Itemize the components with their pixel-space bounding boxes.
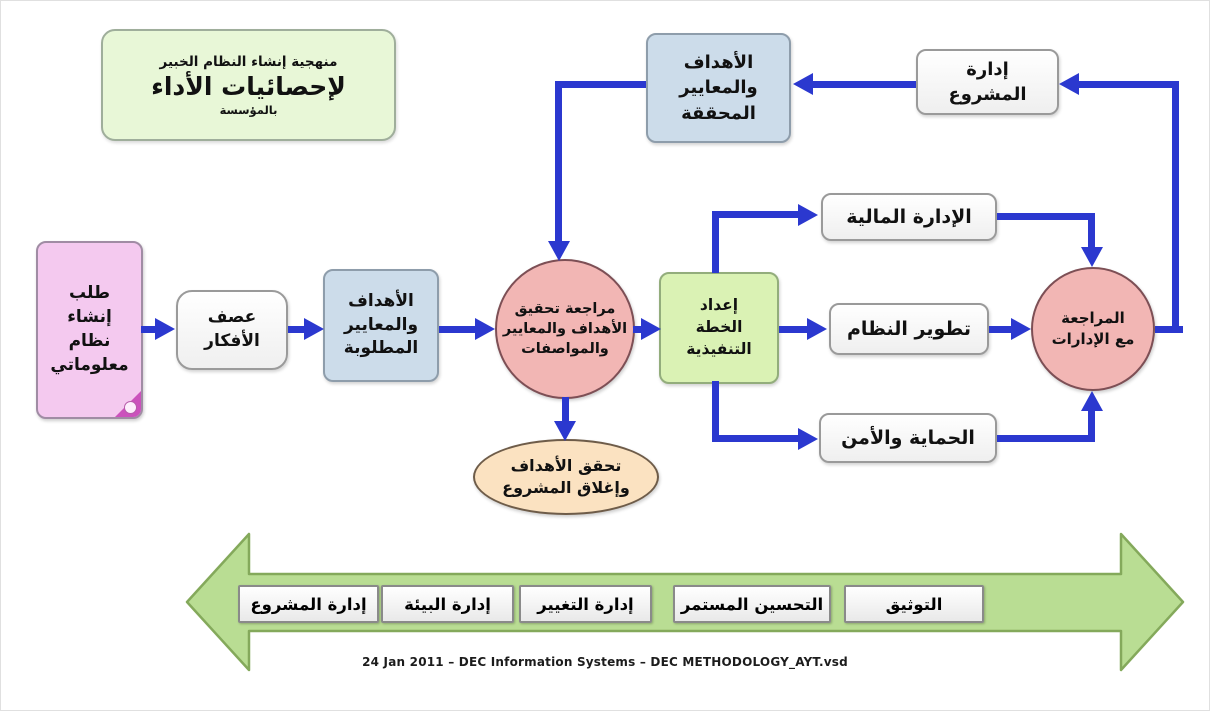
- connector-development-review2-line: [989, 326, 1013, 333]
- node-request-system-label: طلب إنشاء نظام معلوماتي: [50, 283, 129, 375]
- connector-financial-review2-arrowhead: [1081, 247, 1103, 267]
- band-item-change-management: إدارة التغيير: [519, 585, 652, 623]
- node-goals-met-closure-label: تحقق الأهداف وإغلاق المشروع: [502, 455, 630, 497]
- connector-review-closure-vline: [562, 397, 569, 423]
- band-item-project-management: إدارة المشروع: [238, 585, 379, 623]
- title-line-3: بالمؤسسة: [219, 102, 278, 117]
- band-item-environment-management: إدارة البيئة: [381, 585, 514, 623]
- connector-plan-financial-vline: [712, 211, 719, 273]
- connector-project-achieved-line: [813, 81, 916, 88]
- connector-security-review2-hline: [997, 435, 1095, 442]
- node-review-achievement: مراجعة تحقيق الأهداف والمعايير والمواصفا…: [495, 259, 635, 399]
- connector-review2-project-hline1: [1155, 326, 1183, 333]
- connector-plan-development-line: [779, 326, 809, 333]
- connector-plan-financial-hline: [712, 211, 800, 218]
- node-request-system: طلب إنشاء نظام معلوماتي: [36, 241, 143, 419]
- node-brainstorm-label: عصف الأفكار: [204, 307, 260, 351]
- band-item-continuous-improvement-label: التحسين المستمر: [680, 594, 824, 614]
- connector-brainstorm-required-line: [288, 326, 306, 333]
- connector-plan-security-hline: [712, 435, 800, 442]
- band-item-continuous-improvement: التحسين المستمر: [673, 585, 831, 623]
- connector-plan-security-vline: [712, 381, 719, 442]
- node-financial-management: الإدارة المالية: [821, 193, 997, 241]
- connector-achieved-review-arrowhead: [548, 241, 570, 261]
- page-fold-dot: [124, 401, 137, 414]
- node-system-development: تطوير النظام: [829, 303, 989, 355]
- connector-achieved-review-vline: [555, 81, 562, 243]
- connector-required-review-line: [439, 326, 479, 333]
- node-protection-security-label: الحماية والأمن: [841, 426, 975, 449]
- connector-project-achieved-arrowhead: [793, 73, 813, 95]
- title-box: منهجية إنشاء النظام الخبير لإحصائيات الأ…: [101, 29, 396, 141]
- connector-security-review2-arrowhead: [1081, 391, 1103, 411]
- band-item-project-management-label: إدارة المشروع: [250, 594, 367, 614]
- connector-review-plan-arrowhead: [641, 318, 661, 340]
- node-executive-plan: إعداد الخطة التنفيذية: [659, 272, 779, 384]
- connector-development-review2-arrowhead: [1011, 318, 1031, 340]
- node-financial-management-label: الإدارة المالية: [846, 205, 972, 228]
- band-item-documentation: التوثيق: [844, 585, 984, 623]
- connector-review2-project-hline2: [1079, 81, 1179, 88]
- node-system-development-label: تطوير النظام: [846, 317, 972, 340]
- connector-financial-review2-hline: [997, 213, 1095, 220]
- band-item-environment-management-label: إدارة البيئة: [404, 594, 491, 614]
- node-review-departments: المراجعة مع الإدارات: [1031, 267, 1155, 391]
- footer-caption: 24 Jan 2011 – DEC Information Systems – …: [362, 655, 848, 669]
- node-objectives-achieved: الأهداف والمعايير المحققة: [646, 33, 791, 143]
- node-objectives-required: الأهداف والمعايير المطلوبة: [323, 269, 439, 382]
- connector-request-brainstorm-line: [141, 326, 157, 333]
- node-executive-plan-label: إعداد الخطة التنفيذية: [686, 296, 752, 358]
- connector-required-review-arrowhead: [475, 318, 495, 340]
- title-line-1: منهجية إنشاء النظام الخبير: [159, 53, 338, 70]
- connector-review-plan-line: [633, 326, 645, 333]
- connector-security-review2-vline: [1088, 409, 1095, 442]
- title-line-2: لإحصائيات الأداء: [151, 71, 346, 101]
- node-review-achievement-label: مراجعة تحقيق الأهداف والمعايير والمواصفا…: [502, 300, 628, 358]
- connector-review2-project-vline: [1172, 81, 1179, 333]
- band-item-change-management-label: إدارة التغيير: [537, 594, 634, 614]
- connector-plan-development-arrowhead: [807, 318, 827, 340]
- connector-financial-review2-vline: [1088, 213, 1095, 249]
- connector-plan-financial-arrowhead: [798, 204, 818, 226]
- node-objectives-achieved-label: الأهداف والمعايير المحققة: [679, 52, 758, 124]
- connector-plan-security-arrowhead: [798, 428, 818, 450]
- node-project-management-label: إدارة المشروع: [948, 58, 1027, 105]
- connector-request-brainstorm-arrowhead: [155, 318, 175, 340]
- connector-brainstorm-required-arrowhead: [304, 318, 324, 340]
- node-review-departments-label: المراجعة مع الإدارات: [1051, 309, 1135, 348]
- node-objectives-required-label: الأهداف والمعايير المطلوبة: [343, 290, 419, 359]
- connector-review2-project-arrowhead: [1059, 73, 1079, 95]
- node-goals-met-closure: تحقق الأهداف وإغلاق المشروع: [473, 439, 659, 515]
- node-protection-security: الحماية والأمن: [819, 413, 997, 463]
- node-brainstorm: عصف الأفكار: [176, 290, 288, 370]
- connector-achieved-review-hline: [555, 81, 646, 88]
- band-item-documentation-label: التوثيق: [885, 594, 943, 614]
- connector-review-closure-arrowhead: [554, 421, 576, 441]
- node-project-management: إدارة المشروع: [916, 49, 1059, 115]
